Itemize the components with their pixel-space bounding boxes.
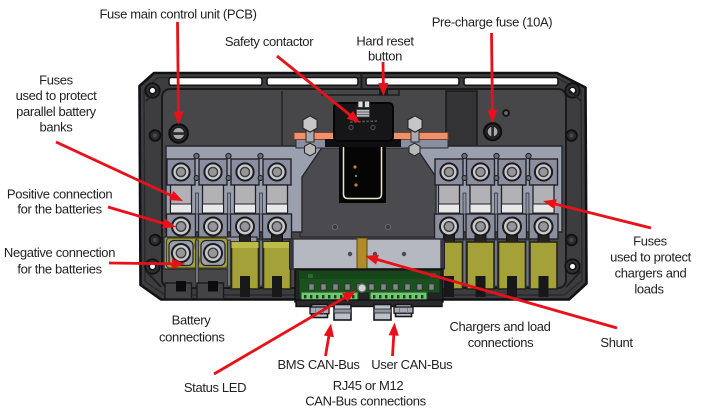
svg-text:Safety contactor: Safety contactor (225, 34, 314, 49)
svg-text:RJ45 or M12: RJ45 or M12 (333, 378, 404, 393)
svg-text:connections: connections (468, 335, 534, 350)
svg-text:for the batteries: for the batteries (17, 262, 102, 277)
svg-text:Fuses: Fuses (39, 73, 74, 88)
svg-text:Positive connection: Positive connection (7, 187, 112, 202)
svg-text:Status LED: Status LED (184, 380, 246, 395)
svg-text:User CAN-Bus: User CAN-Bus (371, 357, 453, 372)
svg-text:parallel battery: parallel battery (16, 104, 97, 119)
svg-text:loads: loads (634, 282, 664, 297)
svg-text:button: button (368, 49, 402, 64)
svg-text:Pre-charge fuse (10A): Pre-charge fuse (10A) (432, 15, 553, 30)
svg-text:Chargers and load: Chargers and load (449, 319, 550, 334)
svg-text:for the batteries: for the batteries (17, 202, 102, 217)
svg-text:used to protect: used to protect (610, 250, 691, 265)
svg-text:Battery: Battery (172, 313, 212, 328)
svg-text:CAN-Bus connections: CAN-Bus connections (305, 394, 426, 409)
svg-text:used to protect: used to protect (16, 88, 97, 103)
svg-text:BMS CAN-Bus: BMS CAN-Bus (277, 357, 360, 372)
svg-text:Fuses: Fuses (633, 234, 668, 249)
svg-text:Hard reset: Hard reset (356, 34, 414, 49)
svg-text:banks: banks (40, 120, 74, 135)
svg-text:Shunt: Shunt (600, 335, 633, 350)
svg-text:connections: connections (159, 330, 225, 345)
svg-text:Negative connection: Negative connection (4, 245, 115, 260)
svg-text:chargers and: chargers and (615, 266, 687, 281)
svg-text:Fuse main control unit (PCB): Fuse main control unit (PCB) (99, 7, 256, 22)
